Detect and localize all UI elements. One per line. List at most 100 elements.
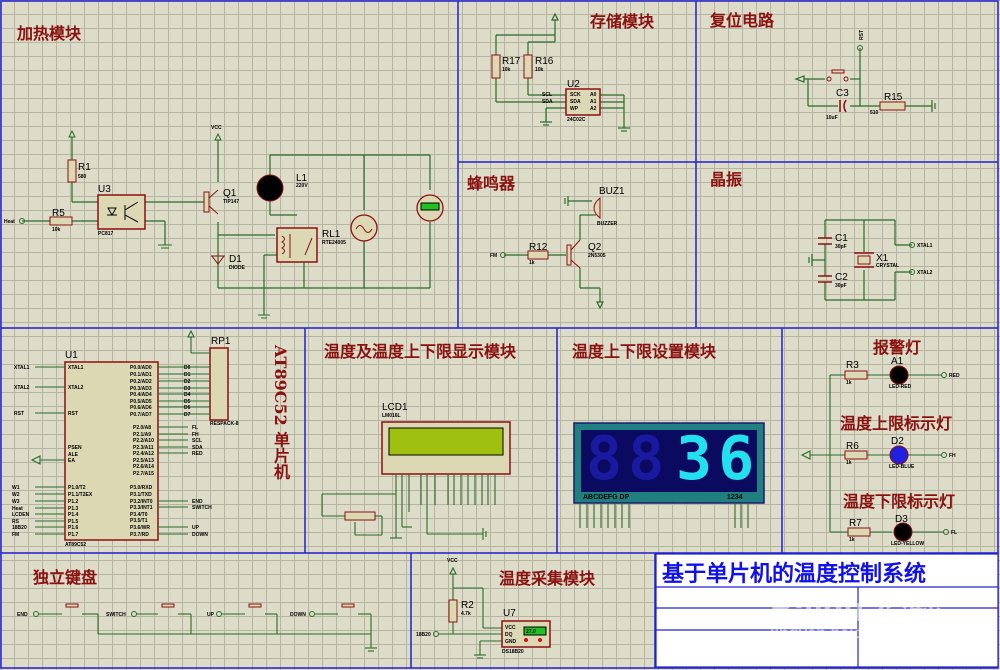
pin-p3-4: P3.4/T0 bbox=[130, 512, 148, 518]
pin-ale: ALE bbox=[68, 452, 78, 458]
r17-ref: R17 bbox=[502, 56, 521, 67]
c1-ref: C1 bbox=[835, 233, 848, 244]
pin-p0-4: P0.4/AD4 bbox=[130, 392, 152, 398]
temp-components bbox=[433, 599, 551, 648]
r12-value: 1k bbox=[529, 260, 535, 266]
module-title-crystal: 晶振 bbox=[710, 170, 743, 189]
vcc-label: VCC bbox=[211, 125, 222, 131]
module-title-reset: 复位电路 bbox=[710, 11, 775, 30]
a1-value: LED-RED bbox=[889, 384, 912, 390]
u3-ref: U3 bbox=[98, 184, 111, 195]
d1-value: DIODE bbox=[229, 265, 245, 271]
pin-p2-3: P2.3/A11 bbox=[133, 445, 154, 451]
c2-value: 30pF bbox=[835, 283, 847, 289]
u7-pin-dq: DQ bbox=[505, 632, 513, 638]
net-p0-6: D6 bbox=[184, 405, 191, 411]
u7-reading: 27.0 bbox=[526, 629, 536, 635]
net-p0-7: D7 bbox=[184, 412, 191, 418]
net-scl: SCL bbox=[542, 92, 552, 98]
pin-p3-3: P3.3/INT1 bbox=[130, 505, 153, 511]
q2-value: 2N5305 bbox=[588, 253, 606, 259]
net-p1-4: LCDEN bbox=[12, 512, 30, 518]
pin-p3-7: P3.7/RD bbox=[130, 532, 149, 538]
net-scl-u1: SCL bbox=[192, 438, 202, 444]
module-title-mcu: AT89C52 单片机 bbox=[271, 345, 290, 480]
temp-wires bbox=[438, 566, 502, 659]
seg-digits-value: 36 bbox=[676, 424, 761, 494]
pin-rst: RST bbox=[68, 411, 78, 417]
net-xtal1-u1: XTAL1 bbox=[14, 365, 30, 371]
c1-value: 30pF bbox=[835, 244, 847, 250]
pin-p0-5: P0.5/AD5 bbox=[130, 399, 152, 405]
u2-pin-sck: SCK bbox=[570, 92, 581, 98]
crystal-wires bbox=[808, 219, 912, 301]
seven-seg-display bbox=[573, 422, 765, 504]
net-sda-u1: SDA bbox=[192, 445, 203, 451]
r16-ref: R16 bbox=[535, 56, 554, 67]
net-rst: RST bbox=[859, 30, 865, 40]
net-fh-led: FH bbox=[949, 453, 956, 459]
net-sda: SDA bbox=[542, 99, 553, 105]
key-switch-label[interactable]: SWITCH bbox=[106, 612, 126, 618]
pin-p0-6: P0.6/AD6 bbox=[130, 405, 152, 411]
net-xtal2-u1: XTAL2 bbox=[14, 385, 30, 391]
lcd1-ref: LCD1 bbox=[382, 402, 408, 413]
u7-value: DS18B20 bbox=[502, 649, 524, 655]
net-fl: FL bbox=[192, 425, 199, 431]
seg-segment-labels: ABCDEFG DP bbox=[583, 494, 630, 501]
net-p0-5: D5 bbox=[184, 399, 191, 405]
key-end-label[interactable]: END bbox=[17, 612, 28, 618]
r3-value: 1k bbox=[846, 380, 852, 386]
pin-p2-0: P2.0/A8 bbox=[133, 425, 152, 431]
net-p1-1: W2 bbox=[12, 492, 20, 498]
net-switch: SWITCH bbox=[192, 505, 212, 511]
u3-value: PC817 bbox=[98, 231, 114, 237]
module-title-heating: 加热模块 bbox=[17, 24, 82, 43]
d3-value: LED-YELLOW bbox=[891, 541, 925, 547]
pin-p1-5: P1.5 bbox=[68, 519, 79, 525]
r12-ref: R12 bbox=[529, 242, 548, 253]
c2-ref: C2 bbox=[835, 272, 848, 283]
heat-net: Heat bbox=[4, 219, 15, 225]
u7-pin-gnd: GND bbox=[505, 639, 517, 645]
key-down-label[interactable]: DOWN bbox=[290, 612, 306, 618]
lcd1-value: LM016L bbox=[382, 413, 401, 419]
pin-p3-0: P3.0/RXD bbox=[130, 485, 153, 491]
u2-pin-a1: A1 bbox=[590, 99, 597, 105]
buzzer-wires bbox=[504, 196, 604, 310]
seg-wires bbox=[579, 503, 749, 528]
net-red: RED bbox=[192, 451, 203, 457]
pin-p0-7: P0.7/AD7 bbox=[130, 412, 152, 418]
led-components bbox=[844, 365, 949, 542]
net-p0-4: D4 bbox=[184, 392, 191, 398]
pin-xtal2: XTAL2 bbox=[68, 385, 84, 391]
net-xtal2: XTAL2 bbox=[917, 270, 933, 276]
c3-value: 10uF bbox=[826, 115, 838, 121]
pin-p1-6: P1.6 bbox=[68, 525, 79, 531]
module-title-buzzer: 蜂鸣器 bbox=[467, 174, 516, 193]
watermark-url: jingyan.baidu.com bbox=[770, 625, 911, 642]
buz1-value: BUZZER bbox=[597, 221, 618, 227]
r7-value: 1k bbox=[849, 537, 855, 543]
r2-value: 4.7k bbox=[461, 611, 471, 617]
net-down: DOWN bbox=[192, 532, 208, 538]
buz1-ref: BUZ1 bbox=[599, 186, 625, 197]
l1-value: 220V bbox=[296, 183, 308, 189]
keyboard-buttons bbox=[33, 603, 355, 617]
u7-pin-vcc: VCC bbox=[505, 625, 516, 631]
u7-ref: U7 bbox=[503, 608, 516, 619]
module-title-storage: 存储模块 bbox=[590, 12, 655, 31]
key-up-label[interactable]: UP bbox=[207, 612, 214, 618]
c3-ref: C3 bbox=[836, 88, 849, 99]
u1-value: AT89C52 bbox=[65, 542, 87, 548]
seg-digits-off: 88 bbox=[586, 424, 671, 494]
net-fm: FM bbox=[490, 253, 498, 259]
heating-components bbox=[19, 129, 444, 319]
pin-p1-0: P1.0/T2 bbox=[68, 485, 86, 491]
rl1-ref: RL1 bbox=[322, 229, 341, 240]
d1-ref: D1 bbox=[229, 254, 242, 265]
pin-p1-4: P1.4 bbox=[68, 512, 79, 518]
net-red-led: RED bbox=[949, 373, 960, 379]
q1-value: TIP147 bbox=[223, 199, 240, 205]
